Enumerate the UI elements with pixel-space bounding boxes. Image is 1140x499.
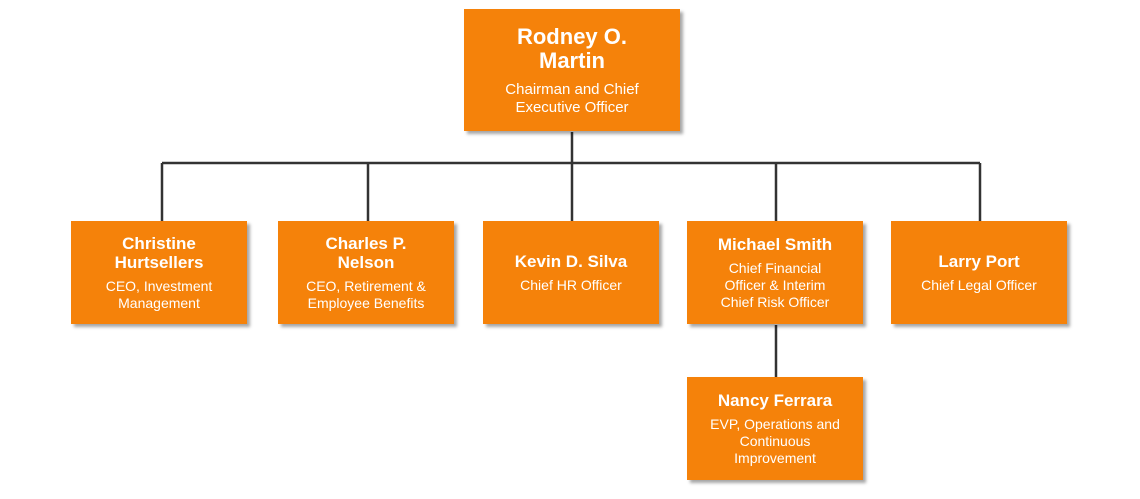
person-name: Larry Port — [938, 251, 1020, 271]
person-name: Michael Smith — [717, 234, 833, 254]
person-title: Chief Legal Officer — [921, 276, 1037, 293]
person-name: Rodney O. Martin — [516, 24, 627, 73]
org-box-report-2: Charles P. Nelson CEO, Retirement & Empl… — [278, 221, 454, 324]
person-name: Christine Hurtsellers — [114, 233, 204, 272]
person-name: Charles P. Nelson — [325, 233, 407, 272]
org-box-report-5: Larry Port Chief Legal Officer — [891, 221, 1067, 324]
org-box-report-1: Christine Hurtsellers CEO, Investment Ma… — [71, 221, 247, 324]
person-title: EVP, Operations and Continuous Improveme… — [710, 415, 840, 466]
person-title: CEO, Retirement & Employee Benefits — [306, 277, 426, 311]
org-box-sub-report: Nancy Ferrara EVP, Operations and Contin… — [687, 377, 863, 480]
person-title: Chairman and Chief Executive Officer — [505, 81, 639, 116]
org-box-ceo: Rodney O. Martin Chairman and Chief Exec… — [464, 9, 680, 131]
org-box-report-4: Michael Smith Chief Financial Officer & … — [687, 221, 863, 324]
org-box-report-3: Kevin D. Silva Chief HR Officer — [483, 221, 659, 324]
person-title: Chief Financial Officer & Interim Chief … — [720, 259, 830, 310]
person-name: Nancy Ferrara — [717, 390, 833, 410]
person-name: Kevin D. Silva — [514, 251, 628, 271]
person-title: Chief HR Officer — [520, 276, 622, 293]
person-title: CEO, Investment Management — [105, 277, 213, 311]
